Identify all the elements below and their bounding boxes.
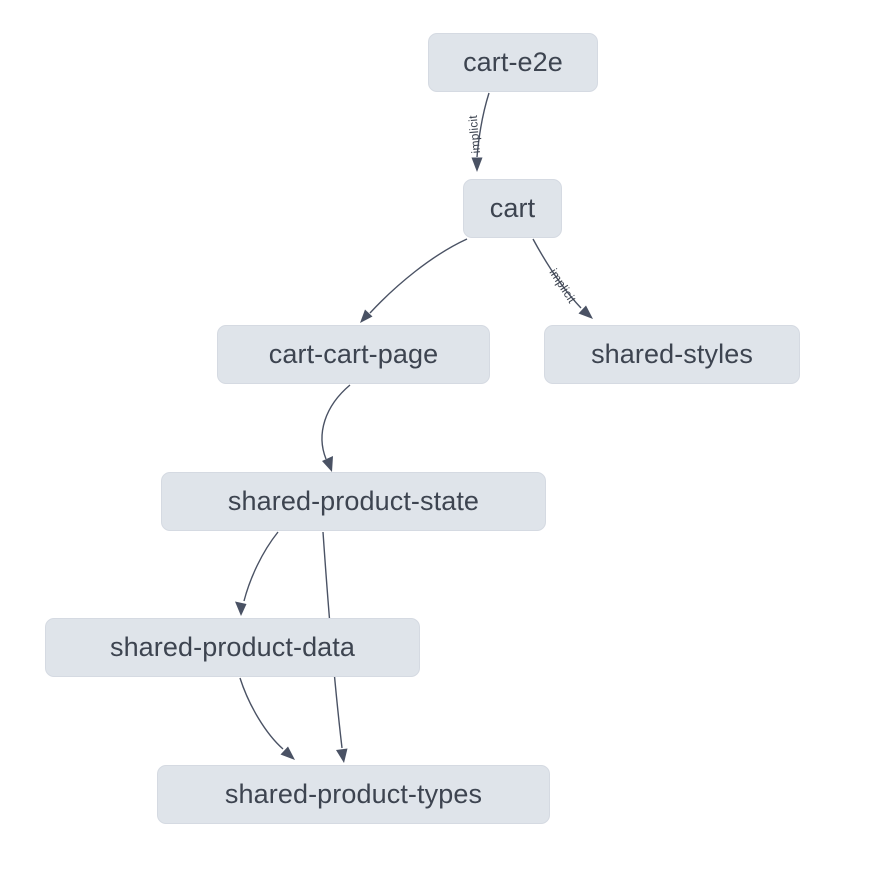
edge-arrowhead <box>336 748 348 763</box>
node-shared-product-data[interactable]: shared-product-data <box>45 618 420 677</box>
node-label: cart <box>489 193 536 223</box>
edge-label-implicit-1: implicit <box>466 114 483 154</box>
node-shared-product-types[interactable]: shared-product-types <box>157 765 550 824</box>
edge-shared-product-state-to-shared-product-data <box>235 531 279 616</box>
edge-arrowhead <box>235 601 247 616</box>
edge-arrowhead <box>360 309 373 323</box>
edge-path <box>532 238 582 309</box>
edge-arrowhead <box>280 746 295 760</box>
edge-cart-to-shared-styles: implicit <box>532 238 593 319</box>
node-label: shared-product-types <box>224 779 483 809</box>
edge-path <box>239 677 284 750</box>
edge-arrowhead <box>471 157 483 172</box>
node-label: shared-product-data <box>109 632 356 662</box>
edge-arrowhead <box>322 456 333 472</box>
node-cart-e2e[interactable]: cart-e2e <box>428 33 598 92</box>
node-cart[interactable]: cart <box>463 179 562 238</box>
edge-path <box>321 384 351 460</box>
edge-path <box>476 92 490 158</box>
node-label: shared-styles <box>591 339 753 369</box>
edge-label-implicit-2: implicit <box>546 266 579 306</box>
edge-cart-cart-page-to-shared-product-state <box>321 384 351 472</box>
edge-path <box>243 531 279 602</box>
node-label: cart-e2e <box>463 47 563 77</box>
node-shared-product-state[interactable]: shared-product-state <box>161 472 546 531</box>
edge-arrowhead <box>578 305 593 319</box>
node-shared-styles[interactable]: shared-styles <box>544 325 800 384</box>
edge-path <box>369 238 468 314</box>
edge-shared-product-data-to-shared-product-types <box>239 677 295 760</box>
node-cart-cart-page[interactable]: cart-cart-page <box>217 325 490 384</box>
node-label: shared-product-state <box>227 486 480 516</box>
node-label: cart-cart-page <box>268 339 439 369</box>
edge-cart-to-cart-cart-page <box>360 238 468 323</box>
edge-cart-e2e-to-cart: implicit <box>466 92 490 172</box>
